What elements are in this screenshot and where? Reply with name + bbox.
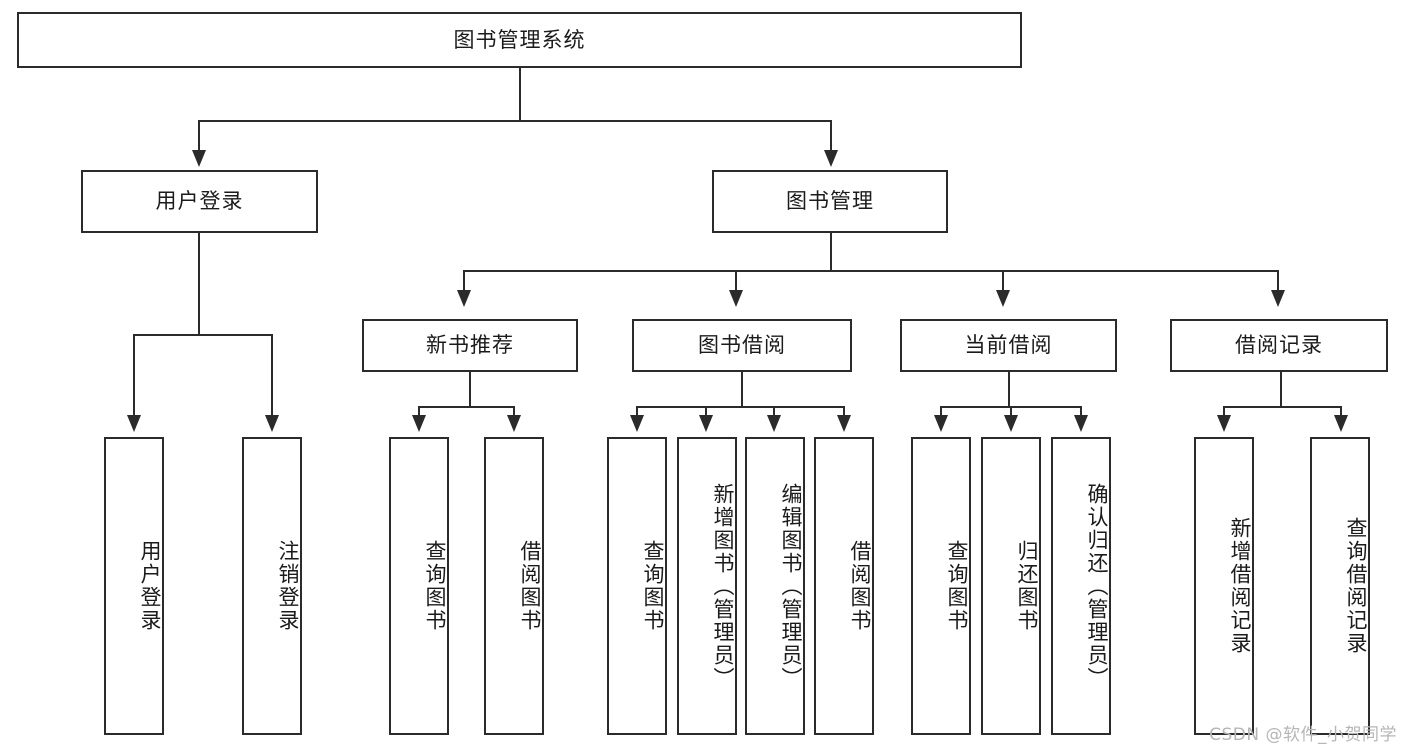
- node-label: 当前借阅: [964, 333, 1053, 358]
- connector-root-to-user-login: [198, 120, 200, 152]
- leaf-user-login-login[interactable]: 用户登录: [104, 437, 164, 735]
- node-label: 查询借阅记录: [1344, 517, 1368, 655]
- connector-user-login-leaf2: [271, 334, 273, 418]
- node-label: 新增图书（管理员）: [711, 482, 735, 690]
- node-label: 借阅记录: [1235, 333, 1323, 358]
- connector-user-login-leaf1: [133, 334, 135, 418]
- node-label: 图书管理: [786, 189, 874, 214]
- connector-new-book-drop: [469, 372, 471, 407]
- connector-book-borrow-leaf3: [773, 406, 775, 418]
- leaf-book-borrow-add-admin[interactable]: 新增图书（管理员）: [677, 437, 737, 735]
- leaf-new-book-borrow[interactable]: 借阅图书: [484, 437, 544, 735]
- connector-new-book-leaf2: [513, 406, 515, 418]
- leaf-borrow-records-add[interactable]: 新增借阅记录: [1194, 437, 1254, 735]
- node-label: 查询图书: [423, 540, 447, 632]
- connector-book-borrow-leaf4: [843, 406, 845, 418]
- connector-current-borrow-leaf3: [1080, 406, 1082, 418]
- connector-root-drop: [519, 68, 521, 121]
- node-label: 用户登录: [138, 540, 162, 632]
- node-label: 确认归还（管理员）: [1085, 482, 1109, 690]
- leaf-current-borrow-query[interactable]: 查询图书: [911, 437, 971, 735]
- leaf-book-borrow-query[interactable]: 查询图书: [607, 437, 667, 735]
- arrowhead-to-new-book: [457, 290, 471, 307]
- connector-current-borrow-leaf2: [1010, 406, 1012, 418]
- connector-book-borrow-drop: [741, 372, 743, 407]
- arrowhead-to-book-borrow: [729, 290, 743, 307]
- arrowhead-book-borrow-leaf2: [699, 415, 713, 432]
- arrowhead-borrow-records-leaf1: [1217, 415, 1231, 432]
- arrowhead-user-login-leaf2: [265, 415, 279, 432]
- arrowhead-to-current-borrow: [996, 290, 1010, 307]
- arrowhead-current-borrow-leaf2: [1004, 415, 1018, 432]
- connector-to-new-book: [463, 270, 465, 292]
- node-label: 图书借阅: [698, 333, 786, 358]
- arrowhead-book-borrow-leaf1: [630, 415, 644, 432]
- node-label: 借阅图书: [848, 540, 872, 632]
- connector-borrow-records-bus: [1223, 406, 1341, 408]
- arrowhead-root-to-book-management: [824, 150, 838, 167]
- node-borrow-records[interactable]: 借阅记录: [1170, 319, 1388, 372]
- connector-new-book-leaf1: [418, 406, 420, 418]
- node-book-management[interactable]: 图书管理: [712, 170, 948, 233]
- node-label: 新增借阅记录: [1228, 517, 1252, 655]
- arrowhead-new-book-leaf1: [412, 415, 426, 432]
- connector-borrow-records-leaf2: [1340, 406, 1342, 418]
- node-label: 用户登录: [155, 189, 244, 214]
- arrowhead-current-borrow-leaf3: [1074, 415, 1088, 432]
- leaf-current-borrow-confirm-admin[interactable]: 确认归还（管理员）: [1051, 437, 1111, 735]
- leaf-new-book-query[interactable]: 查询图书: [389, 437, 449, 735]
- connector-user-login-drop: [198, 233, 200, 335]
- connector-borrow-records-drop: [1280, 372, 1282, 407]
- connector-to-current-borrow: [1002, 270, 1004, 292]
- node-label: 归还图书: [1015, 540, 1039, 632]
- node-label: 借阅图书: [518, 540, 542, 632]
- arrowhead-user-login-leaf1: [127, 415, 141, 432]
- connector-new-book-bus: [418, 406, 514, 408]
- arrowhead-book-borrow-leaf4: [837, 415, 851, 432]
- node-user-login[interactable]: 用户登录: [81, 170, 318, 233]
- arrowhead-to-borrow-records: [1271, 290, 1285, 307]
- node-label: 编辑图书（管理员）: [779, 482, 803, 690]
- connector-root-to-book-management: [830, 120, 832, 152]
- connector-current-borrow-leaf1: [940, 406, 942, 418]
- connector-root-bus: [198, 120, 831, 122]
- csdn-watermark: CSDN @软件_小贺同学: [1209, 725, 1397, 745]
- connector-current-borrow-drop: [1008, 372, 1010, 407]
- node-root-book-management-system[interactable]: 图书管理系统: [17, 12, 1022, 68]
- node-label: 注销登录: [276, 540, 300, 632]
- connector-user-login-bus: [133, 334, 272, 336]
- node-book-borrow[interactable]: 图书借阅: [632, 319, 852, 372]
- arrowhead-new-book-leaf2: [507, 415, 521, 432]
- connector-to-borrow-records: [1277, 270, 1279, 292]
- node-label: 图书管理系统: [453, 27, 586, 52]
- connector-book-borrow-leaf2: [705, 406, 707, 418]
- connector-to-book-borrow: [735, 270, 737, 292]
- arrowhead-current-borrow-leaf1: [934, 415, 948, 432]
- arrowhead-root-to-user-login: [192, 150, 206, 167]
- leaf-user-login-logout[interactable]: 注销登录: [242, 437, 302, 735]
- node-new-book-recommend[interactable]: 新书推荐: [362, 319, 578, 372]
- connector-book-borrow-bus: [636, 406, 844, 408]
- leaf-borrow-records-query[interactable]: 查询借阅记录: [1310, 437, 1370, 735]
- node-label: 新书推荐: [426, 333, 514, 358]
- node-current-borrow[interactable]: 当前借阅: [900, 319, 1117, 372]
- leaf-book-borrow-edit-admin[interactable]: 编辑图书（管理员）: [745, 437, 805, 735]
- node-label: 查询图书: [945, 540, 969, 632]
- connector-book-management-drop: [830, 233, 832, 271]
- arrowhead-book-borrow-leaf3: [767, 415, 781, 432]
- connector-borrow-records-leaf1: [1223, 406, 1225, 418]
- connector-level2-bus: [463, 270, 1278, 272]
- node-label: 查询图书: [641, 540, 665, 632]
- connector-book-borrow-leaf1: [636, 406, 638, 418]
- leaf-current-borrow-return[interactable]: 归还图书: [981, 437, 1041, 735]
- leaf-book-borrow-borrow[interactable]: 借阅图书: [814, 437, 874, 735]
- arrowhead-borrow-records-leaf2: [1334, 415, 1348, 432]
